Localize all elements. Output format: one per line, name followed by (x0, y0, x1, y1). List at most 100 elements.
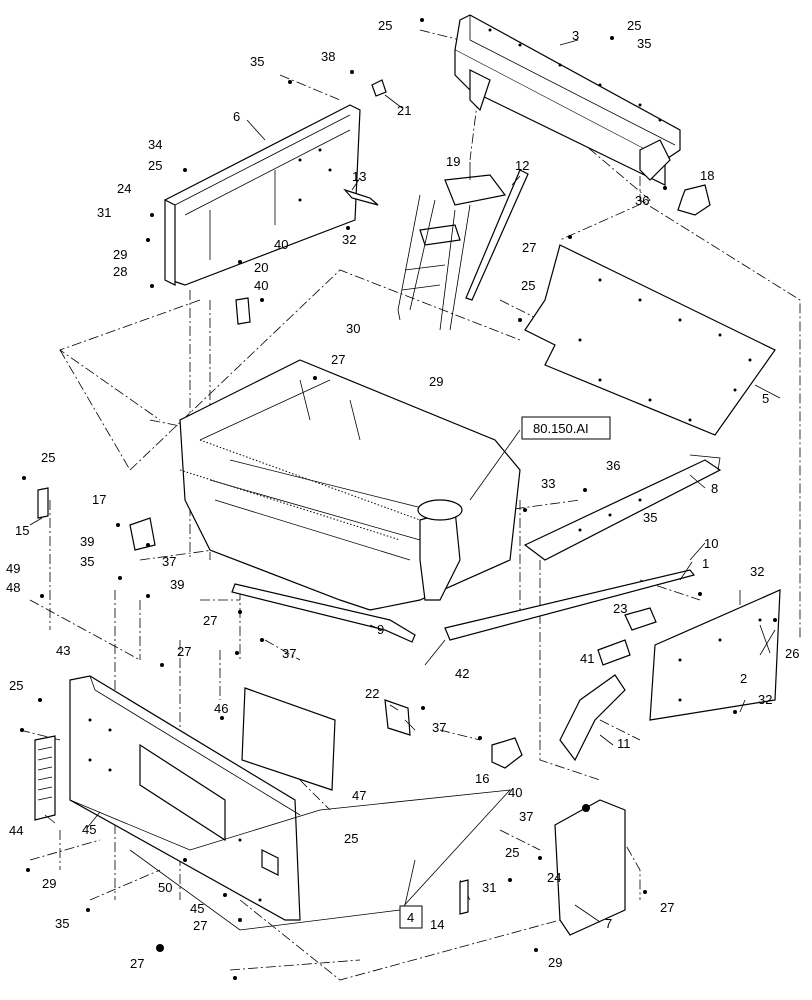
callout-40: 40 (274, 237, 288, 252)
leader-lines (29, 39, 781, 923)
part-14-strip (459, 879, 469, 915)
callout-24: 24 (117, 181, 131, 196)
callout-28: 28 (113, 264, 127, 279)
callout-33: 33 (541, 476, 555, 491)
callout-3: 3 (572, 28, 579, 43)
part-23-clip (624, 607, 657, 631)
callout-35: 35 (643, 510, 657, 525)
callout-19: 19 (446, 154, 460, 169)
callout-44: 44 (9, 823, 23, 838)
part-15-strip (37, 487, 49, 519)
callout-2: 2 (740, 671, 747, 686)
callout-27: 27 (130, 956, 144, 971)
callout-47: 47 (352, 788, 366, 803)
callout-25: 25 (627, 18, 641, 33)
callout-46: 46 (214, 701, 228, 716)
part-10-long-rod (444, 569, 696, 641)
part-43-front-panel (69, 675, 301, 921)
callout-45: 45 (190, 901, 204, 916)
callout-25: 25 (378, 18, 392, 33)
callout-29: 29 (429, 374, 443, 389)
callout-32: 32 (750, 564, 764, 579)
callout-27: 27 (193, 918, 207, 933)
callout-31: 31 (97, 205, 111, 220)
part-20-bracket (235, 297, 251, 325)
callout-7: 7 (605, 916, 612, 931)
part-19-ladder (397, 174, 507, 331)
callout-23: 23 (613, 601, 627, 616)
callout-4-box (399, 905, 423, 929)
callout-24: 24 (547, 870, 561, 885)
callout-35: 35 (250, 54, 264, 69)
callout-37: 37 (519, 809, 533, 824)
part-5-side-panel (524, 244, 776, 436)
part-13-bracket (343, 188, 379, 206)
callout-29: 29 (113, 247, 127, 262)
callout-32: 32 (758, 692, 772, 707)
callout-25: 25 (9, 678, 23, 693)
callout-43: 43 (56, 643, 70, 658)
callout-12: 12 (515, 158, 529, 173)
callout-27: 27 (177, 644, 191, 659)
callout-37: 37 (432, 720, 446, 735)
callout-6: 6 (233, 109, 240, 124)
callout-31: 31 (482, 880, 496, 895)
part-22-plate (384, 699, 411, 736)
part-9-flat-bar (231, 583, 416, 643)
callout-27: 27 (203, 613, 217, 628)
callout-40: 40 (508, 785, 522, 800)
callout-11: 11 (617, 736, 631, 751)
callout-16: 16 (475, 771, 489, 786)
callout-49: 49 (6, 561, 20, 576)
reference-label[interactable]: 80.150.AI (533, 421, 589, 436)
callout-10: 10 (704, 536, 718, 551)
callout-38: 38 (321, 49, 335, 64)
callout-labels: 3 25 25 35 35 38 21 6 34 25 24 31 29 28 … (6, 18, 799, 971)
callout-5: 5 (762, 391, 769, 406)
callout-35: 35 (637, 36, 651, 51)
part-7-corner-panel (554, 799, 626, 936)
callout-9: 9 (377, 622, 384, 637)
callout-37: 37 (162, 554, 176, 569)
callout-35: 35 (55, 916, 69, 931)
floor-outline (69, 789, 512, 931)
callout-1: 1 (702, 556, 709, 571)
callout-25: 25 (148, 158, 162, 173)
callout-20: 20 (254, 260, 268, 275)
callout-45: 45 (82, 822, 96, 837)
boxed-callout-4: 4 (399, 905, 423, 929)
callout-39: 39 (80, 534, 94, 549)
callout-40: 40 (254, 278, 268, 293)
callout-42: 42 (455, 666, 469, 681)
fasteners (20, 18, 777, 980)
callout-17: 17 (92, 492, 106, 507)
callout-32: 32 (342, 232, 356, 247)
reference-box[interactable] (521, 416, 611, 440)
part-12-rod (465, 169, 529, 301)
callout-37: 37 (282, 646, 296, 661)
part-18-mount-bracket (677, 184, 711, 216)
callout-34: 34 (148, 137, 162, 152)
part-16-bracket (491, 737, 523, 769)
part-47-window (241, 687, 336, 791)
callout-25: 25 (41, 450, 55, 465)
callout-27: 27 (331, 352, 345, 367)
part-8-side-beam (523, 454, 722, 561)
callout-27: 27 (522, 240, 536, 255)
callout-13: 13 (352, 169, 366, 184)
callout-50: 50 (158, 880, 172, 895)
callout-29: 29 (42, 876, 56, 891)
callout-25: 25 (521, 278, 535, 293)
part-3-rear-crossbeam (454, 14, 681, 186)
part-2-right-panel (649, 589, 781, 721)
callout-8: 8 (711, 481, 718, 496)
part-44-side-strip (34, 735, 56, 821)
callout-36: 36 (606, 458, 620, 473)
central-frame-assembly (179, 359, 521, 611)
callout-30: 30 (346, 321, 360, 336)
callout-25: 25 (344, 831, 358, 846)
callout-35: 35 (80, 554, 94, 569)
reference-callout-80-150-ai[interactable]: 80.150.AI (521, 416, 611, 440)
